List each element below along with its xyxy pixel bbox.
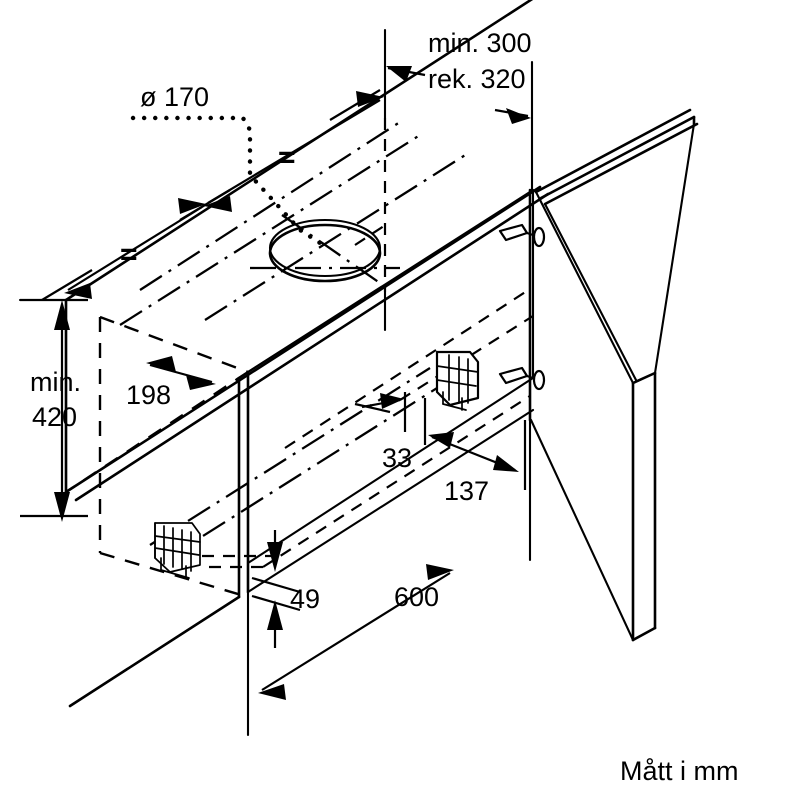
dimension-198: [146, 356, 216, 390]
reference-lines: [64, 28, 534, 737]
dimension-137: [428, 432, 519, 472]
cabinet-door-panel: [529, 108, 699, 642]
electrical-socket-lower: [154, 522, 201, 579]
cabinet-top-panel: [64, 0, 550, 502]
base-reference-lines: [18, 298, 241, 708]
dimension-equal-right: [204, 89, 384, 212]
electrical-socket-upper: [435, 350, 480, 411]
dimension-49: [251, 530, 301, 648]
dimension-height-min: [20, 298, 88, 522]
dimension-33: [354, 393, 404, 414]
cabinet-hinge-upper: [498, 223, 546, 248]
dimension-600: [258, 564, 454, 700]
hidden-construction-lines: [65, 221, 534, 599]
duct-diameter-leader: [130, 115, 323, 246]
duct-hole-cutout: [268, 218, 382, 283]
cabinet-hinge-lower: [498, 366, 546, 391]
dimension-top-clearance: [386, 66, 531, 124]
dimension-equal-left: [41, 189, 231, 301]
